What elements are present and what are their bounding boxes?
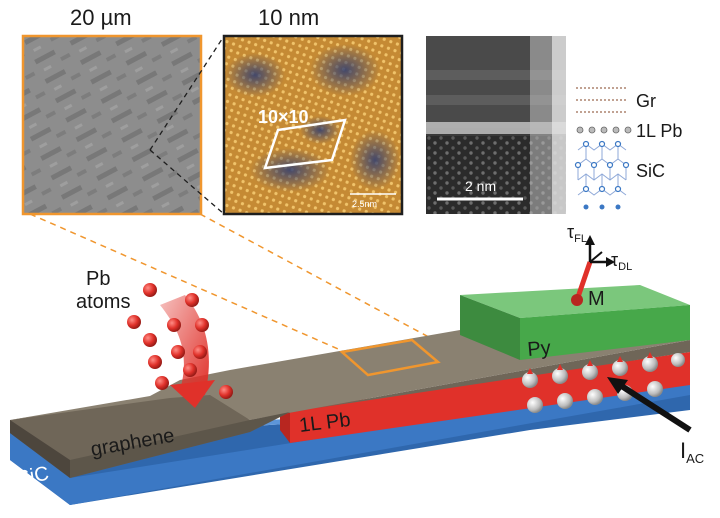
tau-fl-label: τFL	[567, 222, 587, 245]
superstructure-label: 10×10	[258, 107, 309, 127]
highlight-region	[339, 338, 441, 377]
pb-atoms-label-line1: Pb	[86, 268, 110, 290]
tem-image-panel	[426, 36, 566, 214]
pb-atom-flux	[127, 283, 233, 408]
stm-image-panel	[222, 34, 404, 216]
tem-structure-model	[574, 87, 632, 210]
legend-1l-pb: 1L Pb	[636, 121, 682, 141]
stm-scale-label: 10 nm	[258, 5, 320, 30]
pb-atoms-label-line2: atoms	[76, 291, 130, 313]
legend-gr: Gr	[636, 91, 656, 111]
legend-sic: SiC	[636, 161, 665, 181]
sem-image-panel	[21, 34, 203, 216]
stm-scalebar-label: 2.5nm	[352, 199, 377, 209]
projection-line-right	[199, 213, 439, 343]
py-label: Py	[527, 337, 552, 361]
tem-scalebar-label: 2 nm	[465, 178, 496, 194]
projection-line-left	[29, 213, 346, 353]
zoom-line-top	[149, 35, 225, 151]
sem-scale-label: 20 µm	[70, 5, 132, 30]
tau-dl-label: τDL	[611, 250, 632, 273]
iac-label: IAC	[680, 438, 704, 466]
unit-cell-outline	[263, 118, 347, 170]
m-label: M	[588, 288, 605, 310]
magnetization-vector	[571, 235, 615, 306]
zoom-line-bottom	[149, 149, 225, 215]
current-arrow	[607, 377, 692, 433]
